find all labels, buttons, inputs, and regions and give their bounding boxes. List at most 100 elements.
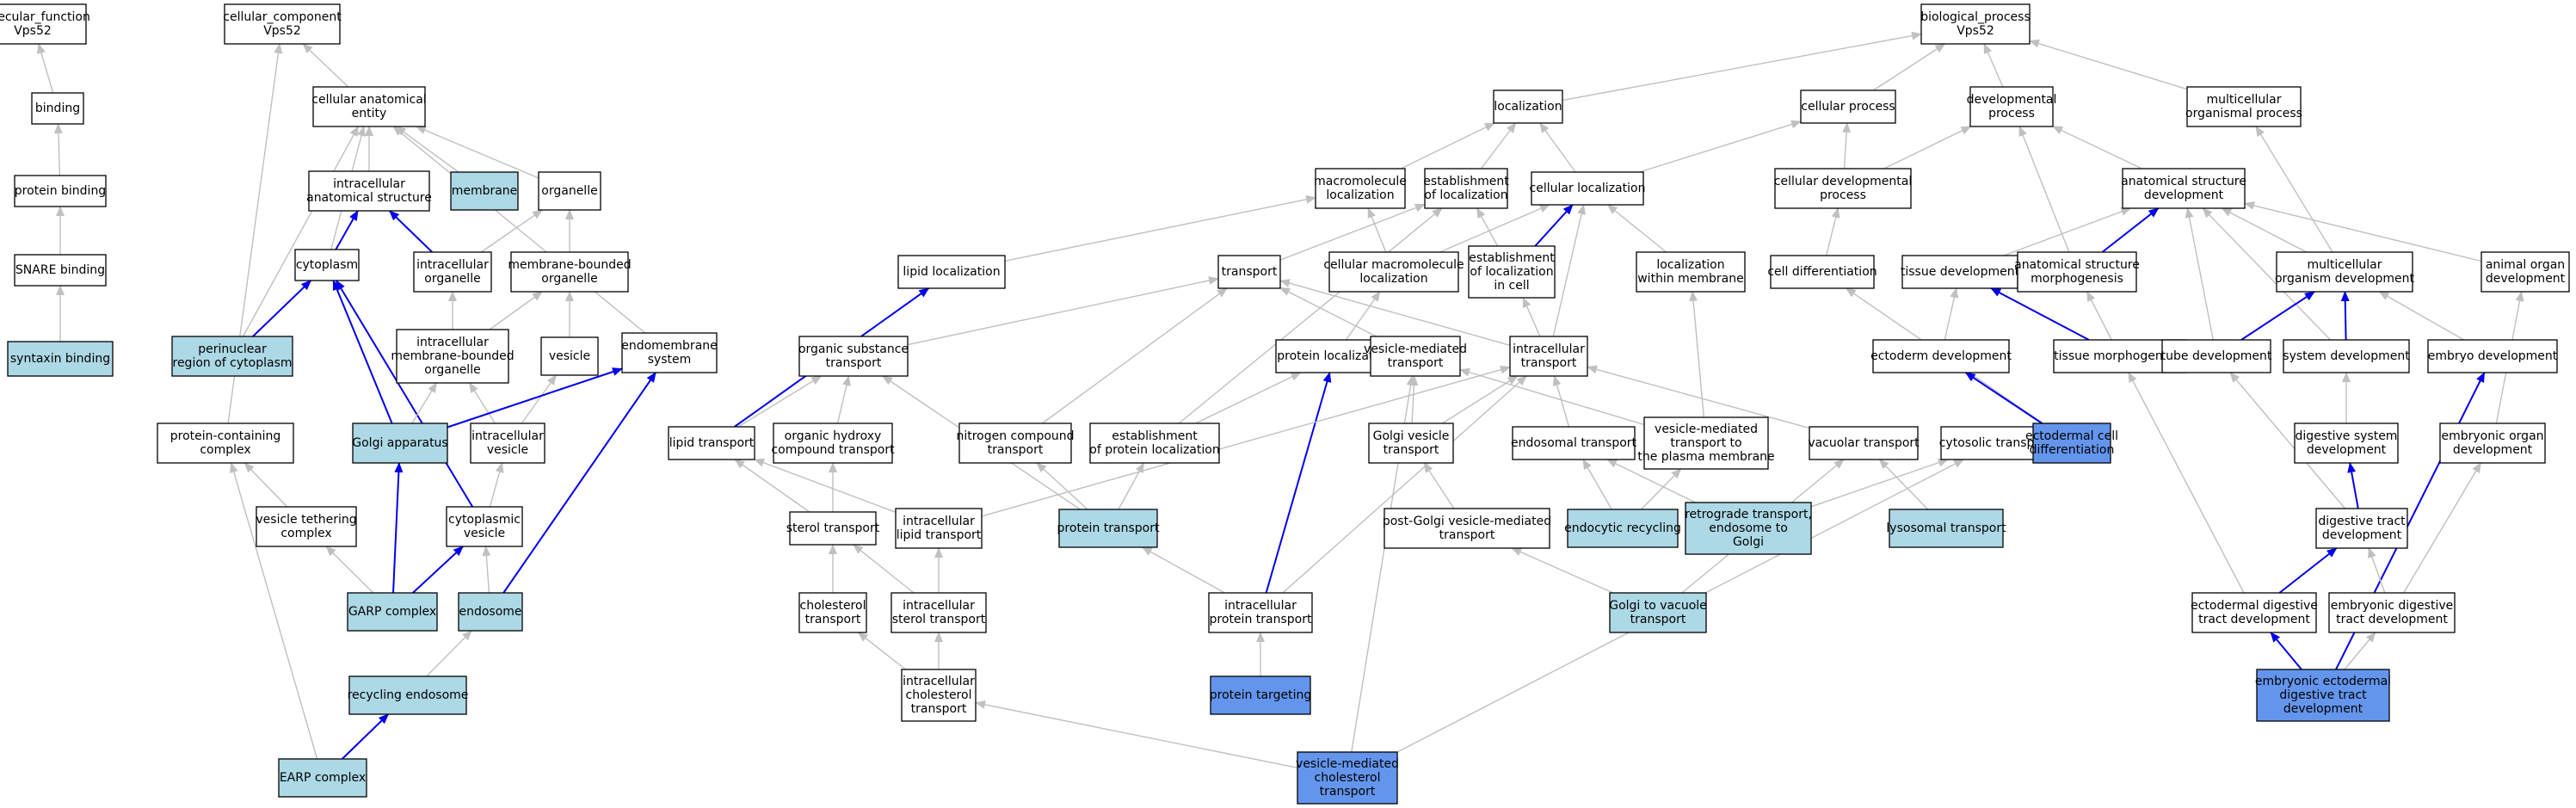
go-term-node[interactable]: endosomal transport: [1511, 426, 1637, 460]
edge-cell_loc-to-cell_process: [1639, 120, 1802, 173]
go-term-node[interactable]: recycling endosome: [348, 675, 469, 715]
go-term-node[interactable]: EARP complex: [278, 758, 367, 798]
go-term-node[interactable]: sterol transport: [786, 511, 880, 546]
node-label: cell differentiation: [1767, 265, 1877, 279]
go-term-node[interactable]: endocytic recycling: [1564, 509, 1681, 548]
go-term-node[interactable]: endosome: [458, 592, 523, 632]
go-term-node[interactable]: GARP complex: [347, 592, 438, 632]
go-term-node[interactable]: cytosolic transport: [1939, 426, 2052, 460]
edge-localization-to-bp: [1562, 31, 1922, 102]
go-term-node[interactable]: cell differentiation: [1767, 255, 1877, 289]
go-term-node[interactable]: localization: [1493, 89, 1563, 124]
go-term-node[interactable]: system development: [2283, 339, 2410, 373]
node-label: process: [1988, 107, 2035, 120]
node-box: [2186, 86, 2302, 127]
node-label: vacuolar transport: [1808, 436, 1920, 450]
go-term-node[interactable]: cellular localization: [1530, 171, 1646, 206]
go-term-node[interactable]: organelle: [538, 171, 601, 211]
go-term-node[interactable]: tissue development: [1901, 255, 2020, 289]
node-label: transport: [1630, 613, 1686, 626]
go-term-node[interactable]: protein binding: [14, 175, 107, 207]
go-term-node[interactable]: vesicle: [540, 336, 599, 376]
edge-cdp-to-dev_process: [1883, 126, 1972, 170]
go-term-node[interactable]: lipid transport: [668, 426, 755, 460]
go-term-node[interactable]: protein transport: [1057, 509, 1160, 548]
edge-ist-to-sterol_transport: [853, 544, 915, 594]
go-term-node[interactable]: ectoderm development: [1870, 339, 2012, 373]
edge-garp-to-cyto_vesicle: [412, 546, 464, 594]
go-term-node[interactable]: SNARE binding: [14, 254, 107, 287]
node-box: [1920, 3, 2031, 45]
go-term-node[interactable]: tube development: [2161, 339, 2272, 373]
node-label: establishment: [1469, 251, 1555, 265]
go-term-node[interactable]: lipid localization: [897, 255, 1006, 289]
edge-aod-to-asd: [2244, 201, 2482, 262]
go-term-node[interactable]: vacuolar transport: [1808, 426, 1920, 460]
go-term-node[interactable]: Golgi apparatus: [352, 423, 448, 464]
go-term-node[interactable]: cytoplasm: [294, 249, 360, 281]
node-box: [668, 426, 755, 460]
go-term-node[interactable]: protein targeting: [1210, 675, 1311, 715]
go-term-node[interactable]: transport: [1217, 255, 1281, 289]
go-term-node[interactable]: embryo development: [2427, 339, 2558, 373]
go-term-node[interactable]: membrane: [450, 171, 519, 211]
go-term-node[interactable]: lysosomal transport: [1886, 509, 2006, 548]
edge-cml-to-cell_loc: [1439, 204, 1550, 253]
go-term-node[interactable]: cellular process: [1800, 89, 1896, 124]
go-term-node[interactable]: binding: [31, 92, 84, 125]
node-label: system: [648, 353, 692, 367]
edge-tissue_morph-to-tissue_dev: [1990, 287, 2090, 341]
go-term-node[interactable]: syntaxin binding: [7, 341, 114, 377]
